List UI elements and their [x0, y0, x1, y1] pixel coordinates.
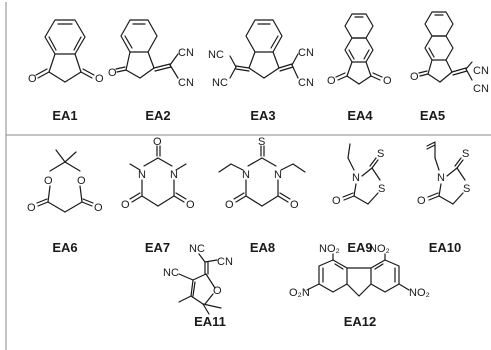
atom-label: O	[410, 71, 419, 83]
compound-ea2: O CN CN EA2	[108, 8, 208, 126]
atom-label: N	[352, 172, 360, 184]
compound-label: EA1	[52, 108, 78, 123]
atom-label: O	[108, 67, 117, 79]
atom-label: CN	[217, 256, 233, 268]
atom-label: O	[121, 199, 130, 211]
atom-label: NC	[212, 77, 228, 89]
atom-label: O	[28, 73, 37, 85]
ea10-structure: N S S O	[417, 141, 470, 207]
ea8-structure: S N N O O	[218, 136, 306, 211]
atom-label: CN	[178, 47, 194, 59]
ea2-structure: O CN CN	[108, 19, 194, 89]
compound-ea3: NC NC CN CN EA3	[208, 8, 318, 126]
ea11-structure: NC CN NC O	[163, 243, 233, 315]
atom-label: N	[138, 169, 146, 181]
atom-label: CN	[298, 77, 314, 89]
atom-label: O	[27, 202, 36, 214]
ea5-structure: O CN CN	[410, 11, 489, 95]
atom-label: CN	[473, 83, 489, 95]
compound-ea4: O O EA4	[320, 8, 400, 126]
atom-label: NC	[208, 49, 224, 61]
atom-label: S	[378, 183, 385, 195]
atom-label: O	[77, 175, 86, 187]
compound-ea1: O O EA1	[20, 8, 110, 126]
compound-label: EA3	[250, 108, 276, 123]
ea12-structure: NO₂ NO₂ O₂N NO₂	[289, 243, 430, 299]
atom-label: O	[383, 75, 392, 87]
compound-ea12: NO₂ NO₂ O₂N NO₂ EA12	[285, 238, 435, 348]
compound-label: EA2	[145, 108, 171, 123]
atom-label: S	[462, 148, 469, 160]
compound-label: EA12	[343, 314, 377, 329]
atom-label: S	[463, 183, 470, 195]
ea6-structure: O O O O	[27, 149, 103, 214]
atom-label: O	[332, 195, 341, 207]
atom-label: CN	[298, 47, 314, 59]
atom-label: N	[170, 169, 178, 181]
compound-label: EA4	[347, 108, 373, 123]
atom-label: O	[225, 199, 234, 211]
atom-label: S	[258, 136, 265, 148]
compound-ea7: O N N O O EA7	[110, 136, 205, 258]
compound-ea6: O O O O EA6	[20, 140, 110, 258]
atom-label: N	[274, 169, 282, 181]
compound-label: EA6	[52, 240, 78, 255]
compound-ea8: S N N O O EA8	[205, 136, 320, 258]
compound-label: EA5	[419, 108, 446, 123]
compound-ea5: O CN CN EA5	[410, 8, 491, 126]
compound-label: EA7	[144, 240, 171, 255]
atom-label: O	[417, 195, 426, 207]
atom-label: O	[327, 75, 336, 87]
atom-label: N	[437, 172, 445, 184]
compound-label: EA9	[347, 240, 373, 255]
atom-label: O	[153, 136, 162, 148]
ea3-structure: NC NC CN CN	[208, 19, 314, 89]
atom-label: NO₂	[319, 243, 340, 255]
atom-label: O	[186, 199, 195, 211]
atom-label: O	[95, 73, 104, 85]
atom-label: NC	[163, 267, 179, 279]
ea7-structure: O N N O O	[121, 136, 195, 211]
atom-label: O	[94, 202, 103, 214]
atom-label: O	[213, 285, 222, 297]
ea1-structure: O O	[28, 19, 104, 85]
ea4-structure: O O	[327, 13, 392, 87]
atom-label: O	[290, 199, 299, 211]
compound-label: EA10	[428, 240, 462, 255]
compound-label: EA11	[194, 314, 226, 329]
atom-label: NO₂	[409, 287, 430, 299]
compound-label: EA8	[249, 240, 276, 255]
ea9-structure: N S S O	[332, 143, 385, 207]
atom-label: CN	[473, 65, 489, 77]
atom-label: NO₂	[369, 243, 390, 255]
atom-label: O	[44, 175, 53, 187]
atom-label: N	[242, 169, 250, 181]
atom-label: NC	[189, 243, 205, 255]
atom-label: CN	[178, 77, 194, 89]
compound-ea10: N S S O EA10	[405, 140, 485, 258]
compound-ea11: NC CN NC O EA11	[155, 238, 265, 348]
atom-label: S	[377, 148, 384, 160]
compound-ea9: N S S O EA9	[320, 140, 400, 258]
atom-label: O₂N	[289, 287, 310, 299]
